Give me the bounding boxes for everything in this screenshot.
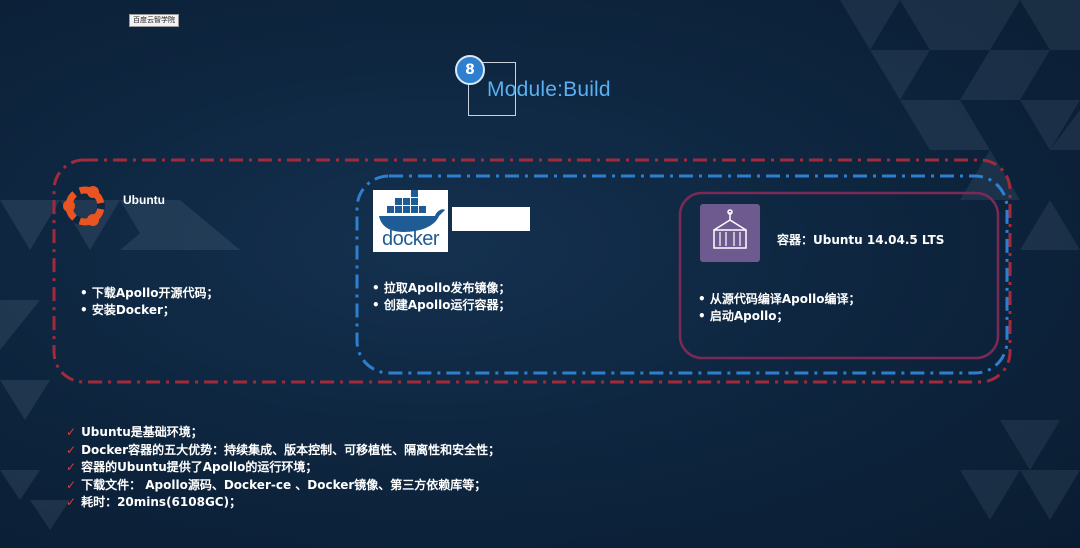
docker-logo: docker: [373, 190, 448, 252]
check-icon: ✓: [66, 460, 77, 474]
check-icon: ✓: [66, 442, 77, 457]
checklist-item: ✓下载文件： Apollo源码、Docker-ce 、Docker镜像、第三方依…: [66, 477, 487, 492]
ubuntu-frame: [52, 158, 1012, 384]
container-label: 容器：Ubuntu 14.04.5 LTS: [777, 233, 945, 247]
docker-frame: [355, 174, 1009, 375]
docker-logo-text: docker: [381, 228, 440, 250]
checklist-item: ✓容器的Ubuntu提供了Apollo的运行环境；: [66, 460, 318, 474]
list-item: • 安装Docker；: [80, 303, 175, 317]
check-icon: ✓: [66, 477, 77, 492]
list-item: • 下载Apollo开源代码；: [80, 286, 219, 300]
container-icon: [700, 204, 760, 262]
watermark-label: 百度云智学院: [129, 14, 179, 27]
checklist-item: ✓Ubuntu是基础环境；: [66, 425, 203, 439]
blank-white-box: [452, 207, 530, 231]
container-task-list: • 从源代码编译Apollo编译； • 启动Apollo；: [698, 291, 860, 325]
check-icon: ✓: [66, 495, 77, 509]
module-frame: [468, 62, 516, 116]
checklist-item: ✓Docker容器的五大优势：持续集成、版本控制、可移植性、隔离性和安全性；: [66, 442, 501, 457]
ubuntu-label: Ubuntu: [123, 193, 165, 207]
list-item: • 启动Apollo；: [698, 309, 789, 323]
module-title: Module:Build: [487, 78, 611, 101]
list-item: • 创建Apollo运行容器；: [372, 298, 511, 312]
ubuntu-task-list: • 下载Apollo开源代码； • 安装Docker；: [80, 285, 218, 319]
module-number-badge: 8: [455, 55, 485, 85]
docker-task-list: • 拉取Apollo发布镜像； • 创建Apollo运行容器；: [372, 280, 510, 314]
checklist-item: ✓耗时：20mins(6108GC)；: [66, 495, 242, 509]
ubuntu-logo-icon: [63, 186, 105, 226]
list-item: • 从源代码编译Apollo编译；: [698, 292, 861, 306]
docker-whale-icon: [379, 190, 445, 232]
list-item: • 拉取Apollo发布镜像；: [372, 281, 511, 295]
check-icon: ✓: [66, 425, 77, 439]
summary-checklist: ✓Ubuntu是基础环境； ✓Docker容器的五大优势：持续集成、版本控制、可…: [66, 424, 500, 512]
container-frame: [678, 191, 1000, 360]
